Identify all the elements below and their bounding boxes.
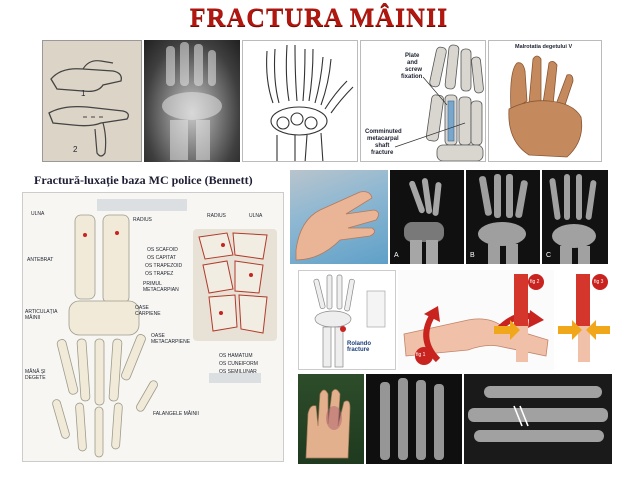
- label-mana: MÂNĂ ȘI DEGETE: [25, 369, 46, 381]
- anatomy-bones-drawing: [52, 199, 277, 458]
- comminuted-label-line-1: Comminuted: [365, 129, 402, 135]
- reduction-fig3-panel: fig 3: [556, 270, 614, 370]
- bone-outline-drawing: [266, 44, 354, 161]
- inset-label-ulna: ULNA: [249, 213, 263, 219]
- bruised-hand-drawing: [305, 389, 351, 459]
- label-articulatia: ARTICULAȚIA MÂINII: [25, 309, 58, 321]
- figure-badge-3: fig 3: [594, 279, 604, 285]
- xray-panel-c: C: [542, 170, 608, 264]
- comminuted-label-line-4: fracture: [371, 150, 394, 156]
- swollen-hand-drawing: [295, 191, 379, 261]
- bruised-hand-photo: [298, 374, 364, 464]
- xray-a-bones: [404, 178, 444, 264]
- label-ulna: ULNA: [31, 211, 45, 217]
- label-semilunar: OS SEMILUNAR: [219, 369, 257, 375]
- diagram-number-2: 2: [73, 145, 78, 154]
- wrist-xray-panel: [144, 40, 240, 162]
- plate-label-line-3: screw: [405, 67, 423, 73]
- malrotation-title: Malrotatia degetului V: [515, 44, 573, 50]
- page-title: FRACTURA MÂINII: [189, 3, 449, 32]
- plate-fixation-drawing: [394, 44, 484, 161]
- rolando-label: Rolando fracture: [347, 341, 371, 353]
- label-cuneiform: OS CUNEIFORM: [219, 361, 258, 367]
- figure-badge-2: fig 2: [530, 279, 540, 285]
- comminuted-label-line-3: shaft: [375, 143, 390, 149]
- label-hamatum: OS HAMATUM: [219, 353, 253, 359]
- reduction-fig3-drawing: [558, 274, 610, 362]
- label-scafoid: OS SCAFOID: [147, 247, 178, 253]
- hand-sketch-drawing: [48, 60, 129, 157]
- label-oase-carpiene: OASE CARPIENE: [135, 305, 161, 317]
- label-primul-metacarpian: PRIMUL METACARPIAN: [143, 281, 179, 293]
- label-trapezoid: OS TRAPEZOID: [145, 263, 183, 269]
- wrist-xray-bones: [162, 42, 222, 160]
- xray-c-bones: [549, 174, 597, 264]
- hand-sketch-panel: 1 2: [42, 40, 142, 162]
- rolando-skeleton-drawing: [313, 274, 386, 368]
- xray-panel-b: B: [466, 170, 540, 264]
- plate-label-line-4: fixation: [401, 74, 423, 80]
- metacarpal-xray-bones: [380, 378, 444, 460]
- metacarpal-xray-photo: [366, 374, 462, 464]
- pinned-finger-xray-photo: [464, 374, 612, 464]
- xray-letter-a: A: [394, 252, 399, 259]
- reduction-fig2-drawing: [494, 274, 544, 362]
- bennett-caption: Fractură-luxație baza MC police (Bennett…: [34, 173, 253, 187]
- rolando-panel: Rolando fracture: [298, 270, 396, 370]
- malrotation-hand-drawing: [508, 55, 583, 158]
- inset-label-radius: RADIUS: [207, 213, 226, 219]
- figure-badge-1: fig 1: [416, 352, 426, 358]
- label-capitat: OS CAPITAT: [147, 255, 176, 261]
- pinned-finger-xray-bones: [468, 386, 608, 442]
- label-radius: RADIUS: [133, 217, 152, 223]
- comminuted-label-line-2: metacarpal: [367, 136, 399, 142]
- xray-letter-c: C: [546, 252, 552, 259]
- xray-b-bones: [478, 174, 528, 264]
- bone-outline-panel: [242, 40, 358, 162]
- xray-letter-b: B: [470, 252, 475, 259]
- plate-label-line-1: Plate: [405, 53, 420, 59]
- label-antebrat: ANTEBRAT: [27, 257, 54, 263]
- malrotation-panel: Malrotatia degetului V: [488, 40, 602, 162]
- swollen-hand-photo: [290, 170, 388, 264]
- plate-fixation-panel: Plate and screw fixation Comminuted meta…: [360, 40, 486, 162]
- xray-panel-a: A: [390, 170, 464, 264]
- label-oase-metacarpiene: OASE METACARPIENE: [151, 333, 191, 345]
- diagram-number-1: 1: [81, 89, 86, 98]
- reduction-fig2-panel: fig 2: [490, 270, 550, 370]
- label-trapez: OS TRAPEZ: [145, 271, 174, 277]
- label-falangele: FALANGELE MÂINII: [153, 411, 199, 417]
- anatomy-diagram-panel: ULNA ANTEBRAT ARTICULAȚIA MÂINII MÂNĂ ȘI…: [22, 192, 284, 462]
- plate-label-line-2: and: [407, 60, 418, 66]
